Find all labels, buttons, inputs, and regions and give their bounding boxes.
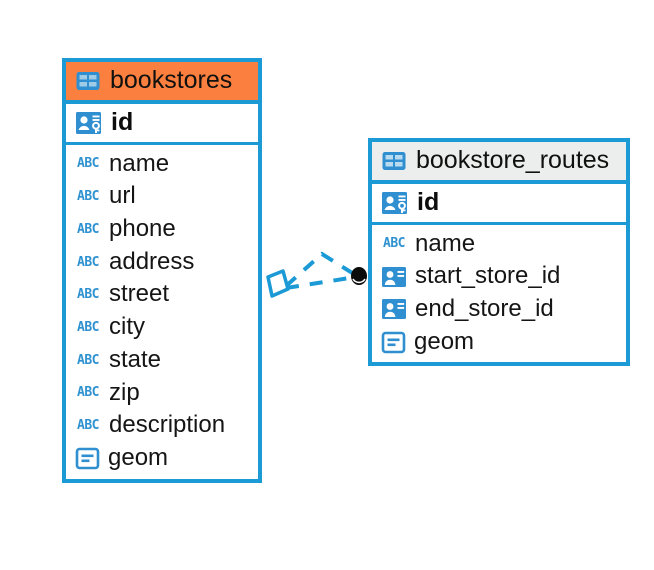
field-row-geom[interactable]: geom xyxy=(372,325,626,359)
entity-table-bookstore-routes[interactable]: bookstore_routes id xyxy=(368,138,630,367)
primary-key-label-bookstores: id xyxy=(111,107,134,136)
field-label: geom xyxy=(414,327,475,355)
field-label: description xyxy=(109,411,226,439)
abc-text-icon: ABC xyxy=(75,188,101,206)
field-row-name[interactable]: ABC name xyxy=(372,227,626,261)
abc-icon-text: ABC xyxy=(77,385,99,401)
primary-key-row-bookstore-routes[interactable]: id xyxy=(372,183,626,225)
field-row-street[interactable]: ABC street xyxy=(66,278,258,312)
relationship-line-lower xyxy=(285,275,357,290)
geometry-icon xyxy=(381,330,406,355)
abc-text-icon: ABC xyxy=(75,155,101,173)
entity-header-bookstores[interactable]: bookstores xyxy=(66,62,258,104)
field-label: state xyxy=(109,345,162,373)
field-row-geom[interactable]: geom xyxy=(66,441,258,475)
foreign-key-icon xyxy=(381,266,407,288)
abc-text-icon: ABC xyxy=(75,417,101,435)
primary-key-row-bookstores[interactable]: id xyxy=(66,103,258,145)
field-label: name xyxy=(109,149,170,177)
field-label: start_store_id xyxy=(415,262,561,290)
abc-icon-text: ABC xyxy=(77,189,99,205)
abc-icon-text: ABC xyxy=(77,352,99,368)
abc-text-icon: ABC xyxy=(381,235,407,253)
field-label: street xyxy=(109,280,170,308)
field-label: url xyxy=(109,182,136,210)
abc-text-icon: ABC xyxy=(75,220,101,238)
field-list-bookstores: ABC name ABC url ABC phone ABC xyxy=(66,145,258,479)
abc-text-icon: ABC xyxy=(75,253,101,271)
relationship-line-upper xyxy=(284,251,359,288)
field-label: phone xyxy=(109,214,176,242)
relationship-dot-highlight xyxy=(352,278,366,284)
field-label: geom xyxy=(108,443,169,471)
field-label: end_store_id xyxy=(415,294,554,322)
primary-key-label-bookstore-routes: id xyxy=(417,187,440,216)
abc-icon-text: ABC xyxy=(77,254,99,270)
field-row-name[interactable]: ABC name xyxy=(66,147,258,181)
field-row-city[interactable]: ABC city xyxy=(66,311,258,344)
field-row-url[interactable]: ABC url xyxy=(66,180,258,213)
entity-table-bookstores[interactable]: bookstores id xyxy=(62,58,262,483)
abc-icon-text: ABC xyxy=(77,221,99,237)
abc-icon-text: ABC xyxy=(383,236,405,252)
abc-icon-text: ABC xyxy=(77,287,99,303)
field-label: name xyxy=(415,229,476,257)
entity-header-bookstore-routes[interactable]: bookstore_routes xyxy=(372,142,626,184)
abc-text-icon: ABC xyxy=(75,351,101,369)
field-row-state[interactable]: ABC state xyxy=(66,343,258,377)
abc-icon-text: ABC xyxy=(77,418,99,434)
geometry-icon xyxy=(75,446,100,471)
abc-icon-text: ABC xyxy=(77,156,99,172)
relationship-dot-marker xyxy=(351,267,367,285)
field-list-bookstore-routes: ABC name start_store_id xyxy=(372,225,626,363)
field-row-start-store-id[interactable]: start_store_id xyxy=(372,260,626,293)
entity-title-bookstore-routes: bookstore_routes xyxy=(416,146,610,174)
foreign-key-icon xyxy=(381,298,407,320)
field-row-end-store-id[interactable]: end_store_id xyxy=(372,292,626,326)
field-label: address xyxy=(109,247,195,275)
abc-icon-text: ABC xyxy=(77,319,99,335)
abc-text-icon: ABC xyxy=(75,318,101,336)
primary-key-icon xyxy=(75,109,103,137)
field-row-description[interactable]: ABC description xyxy=(66,409,258,442)
abc-text-icon: ABC xyxy=(75,384,101,402)
abc-text-icon: ABC xyxy=(75,286,101,304)
relationship-diamond-marker xyxy=(266,269,290,298)
field-row-phone[interactable]: ABC phone xyxy=(66,212,258,246)
field-row-address[interactable]: ABC address xyxy=(66,245,258,279)
field-row-zip[interactable]: ABC zip xyxy=(66,376,258,410)
field-label: city xyxy=(109,313,145,341)
table-grid-icon xyxy=(381,148,407,174)
entity-title-bookstores: bookstores xyxy=(110,66,233,94)
primary-key-icon xyxy=(381,189,409,217)
field-label: zip xyxy=(109,378,140,406)
table-grid-icon xyxy=(75,68,101,94)
